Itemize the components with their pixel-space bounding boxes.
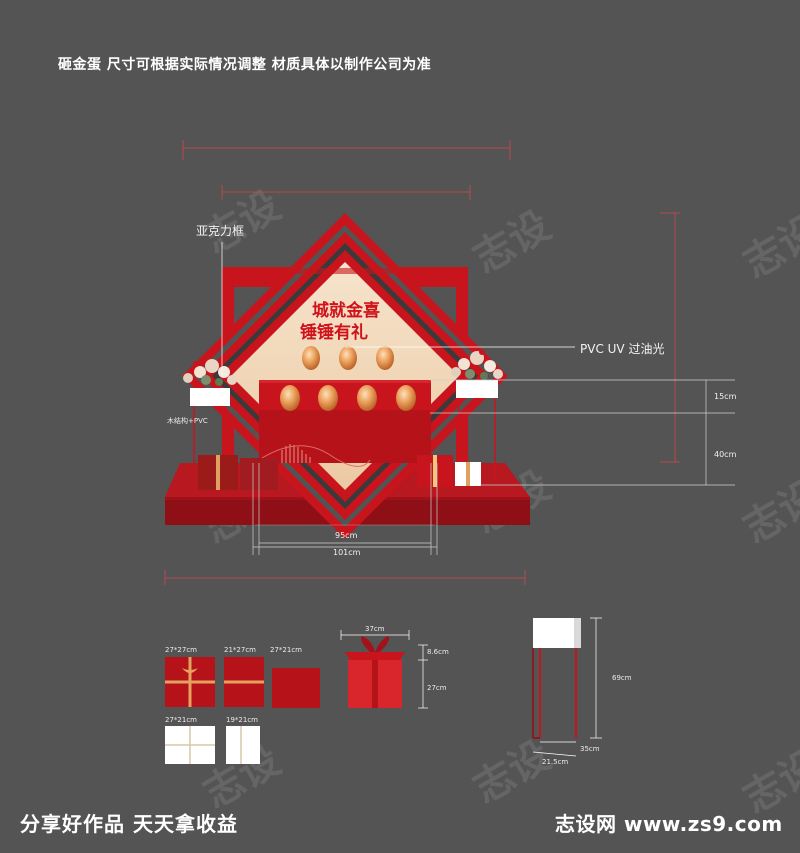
height-dimensions [430,379,735,486]
stand-detail [532,617,602,757]
dim-40cm: 40cm [714,450,737,459]
box-variants [165,657,320,764]
dim-95cm: 95cm [335,531,358,540]
golden-eggs [280,346,416,411]
slogan: 城就金喜 锤锤有礼 [300,300,380,343]
stand-width: 35cm [580,745,600,753]
box2-size: 21*27cm [224,646,256,654]
gift-h2-size: 27cm [427,684,447,692]
dim-15cm: 15cm [714,392,737,401]
dim-101cm: 101cm [333,548,361,557]
flower-stand-left [183,359,237,463]
stand-depth: 21.5cm [542,758,569,766]
footer-slogan: 分享好作品 天天拿收益 [20,812,238,836]
gift-box-detail [340,630,428,709]
width-dimensions [252,463,438,555]
flower-stand-right [451,349,503,478]
acrylic-frame-label: 亚克力框 [196,224,245,238]
gift-h1-size: 8.6cm [427,648,449,656]
slogan-line2: 锤锤有礼 [300,322,368,343]
top-dimension-lines [164,140,680,585]
box3-size: 27*21cm [270,646,302,654]
slogan-line1: 城就金喜 [312,300,380,321]
page-title: 砸金蛋 尺寸可根据实际情况调整 材质具体以制作公司为准 [58,57,432,73]
gift-top-size: 37cm [365,625,385,633]
box4-size: 27*21cm [165,716,197,724]
box1-size: 27*27cm [165,646,197,654]
stand-height: 69cm [612,674,632,682]
wood-pvc-label: 木结构+PVC [167,417,208,425]
leader-lines [221,242,575,375]
footer-site[interactable]: 志设网 www.zs9.com [555,812,783,836]
box5-size: 19*21cm [226,716,258,724]
pvc-uv-label: PVC UV 过油光 [580,342,665,356]
